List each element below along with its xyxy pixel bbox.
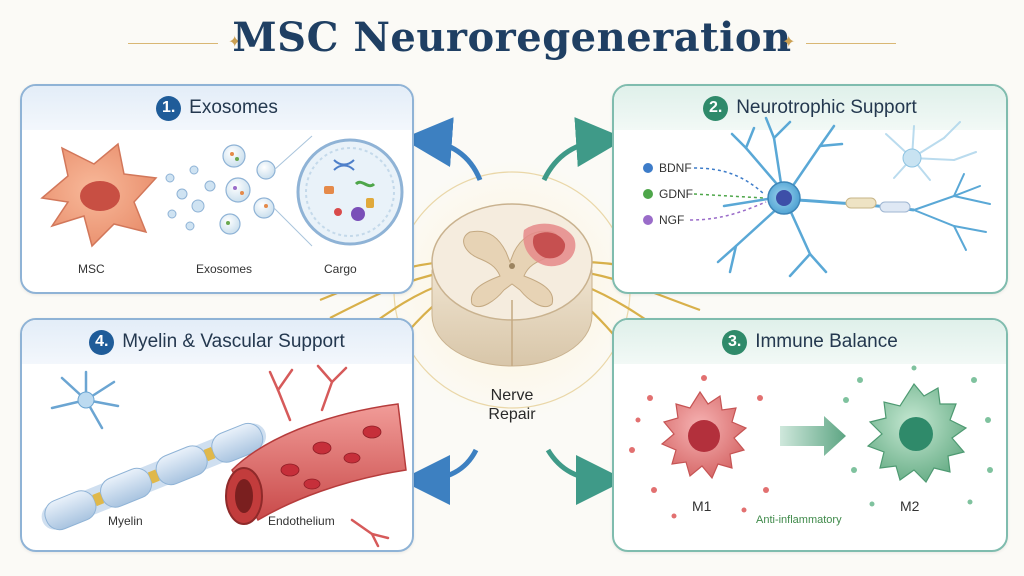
injury-core bbox=[532, 232, 566, 259]
ngf-line bbox=[689, 201, 767, 221]
center-label-line1: Nerve bbox=[490, 387, 534, 404]
neuron-dendrites bbox=[716, 116, 844, 278]
panel-immune-header: 3. Immune Balance bbox=[614, 320, 1006, 364]
arrow-to-exosomes bbox=[402, 117, 483, 181]
m1-particles bbox=[629, 375, 769, 519]
exosome-vesicle-4 bbox=[256, 160, 276, 180]
label-exosomes: Exosomes bbox=[196, 262, 253, 276]
panel-neurotrophic-title: Neurotrophic Support bbox=[736, 97, 917, 118]
ngf-dot-icon bbox=[643, 215, 653, 225]
vesicle-cargo-dots bbox=[226, 152, 268, 225]
exosome-vesicle-3 bbox=[219, 213, 241, 235]
bdnf-dot-icon bbox=[643, 163, 653, 173]
myelin-sheath-icon bbox=[41, 422, 267, 531]
panel-neurotrophic: 2. Neurotrophic Support bbox=[612, 84, 1008, 294]
panel-myelin: 4. Myelin & Vascular Support bbox=[20, 318, 414, 552]
panel-immune: 3. Immune Balance M1 M2 Anti-inflammator… bbox=[612, 318, 1008, 552]
neuron-nucleus bbox=[776, 190, 792, 206]
panel-exosomes-header: 1. Exosomes bbox=[22, 86, 412, 130]
label-m1: M1 bbox=[692, 498, 712, 514]
arrow-to-immune bbox=[545, 448, 626, 505]
factor-gdnf: GDNF bbox=[659, 187, 693, 201]
exosome-vesicle-5 bbox=[253, 197, 275, 219]
transition-arrow-icon bbox=[780, 416, 846, 456]
red-blood-cells bbox=[280, 425, 382, 490]
center-label-line2: Repair bbox=[488, 406, 536, 423]
factor-bdnf: BDNF bbox=[659, 161, 692, 175]
label-anti-inflammatory: Anti-inflammatory bbox=[756, 514, 842, 526]
zoom-line-top bbox=[273, 135, 313, 171]
panel-myelin-title: Myelin & Vascular Support bbox=[122, 331, 345, 352]
factor-ngf: NGF bbox=[659, 213, 685, 227]
page-title: MSC Neuroregeneration bbox=[232, 14, 792, 61]
title-bar: ✦ MSC Neuroregeneration ✦ bbox=[0, 0, 1024, 80]
title-right-line bbox=[806, 43, 896, 44]
title-left-line bbox=[128, 43, 218, 44]
panel-neurotrophic-number: 2. bbox=[703, 95, 729, 121]
gdnf-dot-icon bbox=[643, 189, 653, 199]
exosomes-illustration bbox=[40, 135, 404, 248]
axon-myelin-1 bbox=[845, 197, 877, 209]
arrow-to-myelin bbox=[400, 448, 479, 505]
cargo-vesicle-icon bbox=[296, 138, 404, 246]
small-vesicles bbox=[165, 165, 216, 231]
panel-exosomes-title: Exosomes bbox=[189, 97, 278, 118]
protein-icon bbox=[324, 186, 334, 194]
label-endothelium: Endothelium bbox=[268, 514, 335, 528]
panel-neurotrophic-header: 2. Neurotrophic Support bbox=[614, 86, 1006, 130]
axon-myelin-2 bbox=[879, 201, 911, 213]
m1-nucleus bbox=[688, 420, 720, 452]
exosome-vesicle-1 bbox=[222, 144, 246, 168]
bdnf-line bbox=[693, 167, 765, 195]
panel-immune-title: Immune Balance bbox=[755, 331, 898, 352]
central-canal bbox=[509, 263, 515, 269]
label-cargo: Cargo bbox=[324, 262, 357, 276]
panel-immune-number: 3. bbox=[722, 329, 748, 355]
panel-myelin-number: 4. bbox=[89, 329, 115, 355]
capillary-branches bbox=[268, 364, 390, 548]
panel-myelin-header: 4. Myelin & Vascular Support bbox=[22, 320, 412, 364]
label-msc: MSC bbox=[78, 262, 105, 276]
axon-terminals bbox=[913, 173, 991, 251]
zoom-line-bottom bbox=[273, 207, 313, 247]
title-right-star-icon: ✦ bbox=[782, 32, 796, 51]
center-label: Nerve Repair bbox=[467, 386, 557, 424]
panel-exosomes: 1. Exosomes MS bbox=[20, 84, 414, 294]
title-left-star-icon: ✦ bbox=[228, 32, 242, 51]
label-m2: M2 bbox=[900, 498, 920, 514]
arrow-to-neurotrophic bbox=[541, 117, 626, 182]
myelin-vascular-illustration bbox=[41, 364, 407, 548]
neuron-illustration bbox=[643, 116, 991, 278]
msc-nucleus bbox=[80, 181, 120, 211]
panel-exosomes-number: 1. bbox=[156, 95, 182, 121]
label-myelin: Myelin bbox=[108, 514, 143, 528]
macrophage-illustration bbox=[629, 365, 993, 519]
protein-purple-icon bbox=[351, 207, 365, 221]
background-neuron-icon bbox=[885, 121, 977, 181]
gdnf-line bbox=[693, 193, 765, 199]
dna-icon bbox=[333, 159, 355, 171]
rna-strand-icon bbox=[354, 180, 376, 188]
m2-particles bbox=[843, 365, 993, 507]
exosome-vesicle-2 bbox=[225, 177, 251, 203]
blood-vessel-icon bbox=[231, 403, 407, 522]
m2-nucleus bbox=[899, 417, 933, 451]
